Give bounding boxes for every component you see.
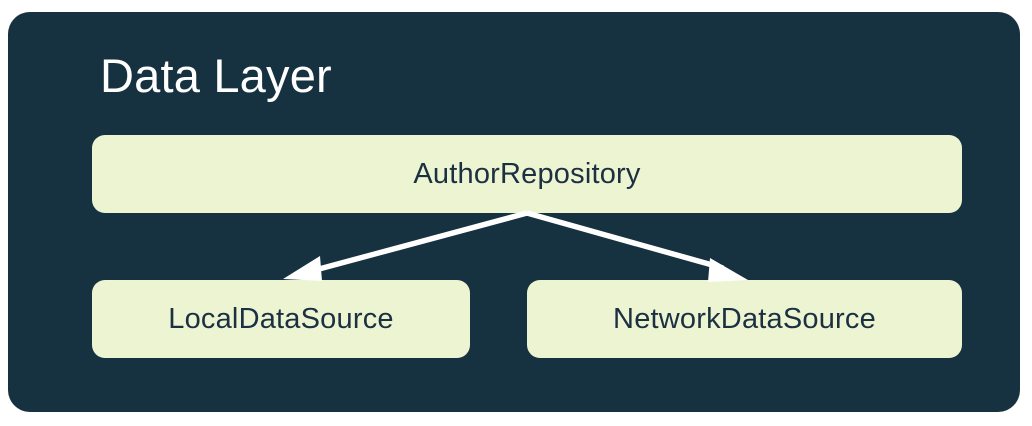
node-label: AuthorRepository [413,157,641,190]
page-title: Data Layer [100,49,332,102]
node-author-repository[interactable]: AuthorRepository [92,135,962,213]
node-label: LocalDataSource [168,302,394,335]
node-label: NetworkDataSource [613,302,876,335]
node-network-data-source[interactable]: NetworkDataSource [527,280,962,358]
node-local-data-source[interactable]: LocalDataSource [92,280,470,358]
